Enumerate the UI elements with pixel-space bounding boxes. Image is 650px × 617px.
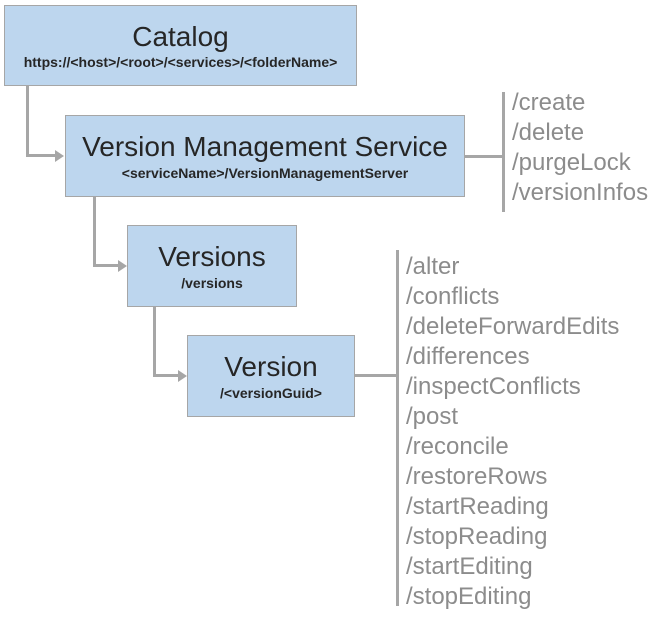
connector-versions-to-version-vertical bbox=[153, 307, 156, 377]
version-endpoint-label: /inspectConflicts bbox=[406, 373, 581, 400]
connector-vms-to-versions-arrowhead-icon bbox=[118, 260, 127, 272]
version-url-pattern: /<versionGuid> bbox=[220, 384, 322, 401]
vms-endpoint-list-bar bbox=[502, 92, 505, 212]
vms-endpoint-label: /versionInfos bbox=[512, 179, 649, 206]
version-endpoint-label: /deleteForwardEdits bbox=[406, 313, 620, 340]
version-management-service-node: Version Management Service <serviceName>… bbox=[65, 115, 465, 197]
version-endpoint-label: /post bbox=[406, 403, 459, 430]
version-node: Version /<versionGuid> bbox=[187, 335, 355, 417]
connector-versions-to-version-horizontal bbox=[153, 374, 179, 377]
connector-vms-to-endpoint-list bbox=[465, 155, 503, 158]
connector-version-to-endpoint-list bbox=[355, 374, 397, 377]
version-endpoint-list-bar bbox=[396, 250, 399, 606]
version-endpoint-label: /conflicts bbox=[406, 283, 500, 310]
vms-endpoint-label: /delete bbox=[512, 119, 585, 146]
versions-title: Versions bbox=[158, 241, 266, 273]
version-endpoint-label: /alter bbox=[406, 253, 460, 280]
version-endpoint-label: /stopEditing bbox=[406, 583, 532, 610]
vms-endpoint-list: /create/delete/purgeLock/versionInfos bbox=[512, 88, 648, 208]
versions-node: Versions /versions bbox=[127, 225, 297, 307]
version-endpoint-label: /startReading bbox=[406, 493, 549, 520]
catalog-title: Catalog bbox=[132, 20, 229, 52]
version-management-service-title: Version Management Service bbox=[82, 131, 448, 163]
connector-versions-to-version-arrowhead-icon bbox=[178, 370, 187, 382]
version-endpoint-label: /reconcile bbox=[406, 433, 509, 460]
versions-url-pattern: /versions bbox=[181, 274, 243, 291]
connector-catalog-to-vms-horizontal bbox=[26, 154, 56, 157]
connector-catalog-to-vms-vertical bbox=[26, 86, 29, 157]
connector-catalog-to-vms-arrowhead-icon bbox=[55, 150, 64, 162]
catalog-url-pattern: https://<host>/<root>/<services>/<folder… bbox=[23, 54, 338, 71]
version-title: Version bbox=[224, 351, 318, 383]
catalog-node: Catalog https://<host>/<root>/<services>… bbox=[4, 5, 357, 86]
vms-endpoint-label: /create bbox=[512, 89, 586, 116]
version-management-service-url-pattern: <serviceName>/VersionManagementServer bbox=[121, 164, 409, 181]
version-endpoint-label: /startEditing bbox=[406, 553, 533, 580]
version-endpoint-list: /alter/conflicts/deleteForwardEdits/diff… bbox=[406, 252, 619, 612]
connector-vms-to-versions-horizontal bbox=[93, 264, 119, 267]
connector-vms-to-versions-vertical bbox=[93, 197, 96, 267]
version-endpoint-label: /restoreRows bbox=[406, 463, 548, 490]
vms-endpoint-label: /purgeLock bbox=[512, 149, 631, 176]
version-endpoint-label: /stopReading bbox=[406, 523, 548, 550]
version-endpoint-label: /differences bbox=[406, 343, 530, 370]
